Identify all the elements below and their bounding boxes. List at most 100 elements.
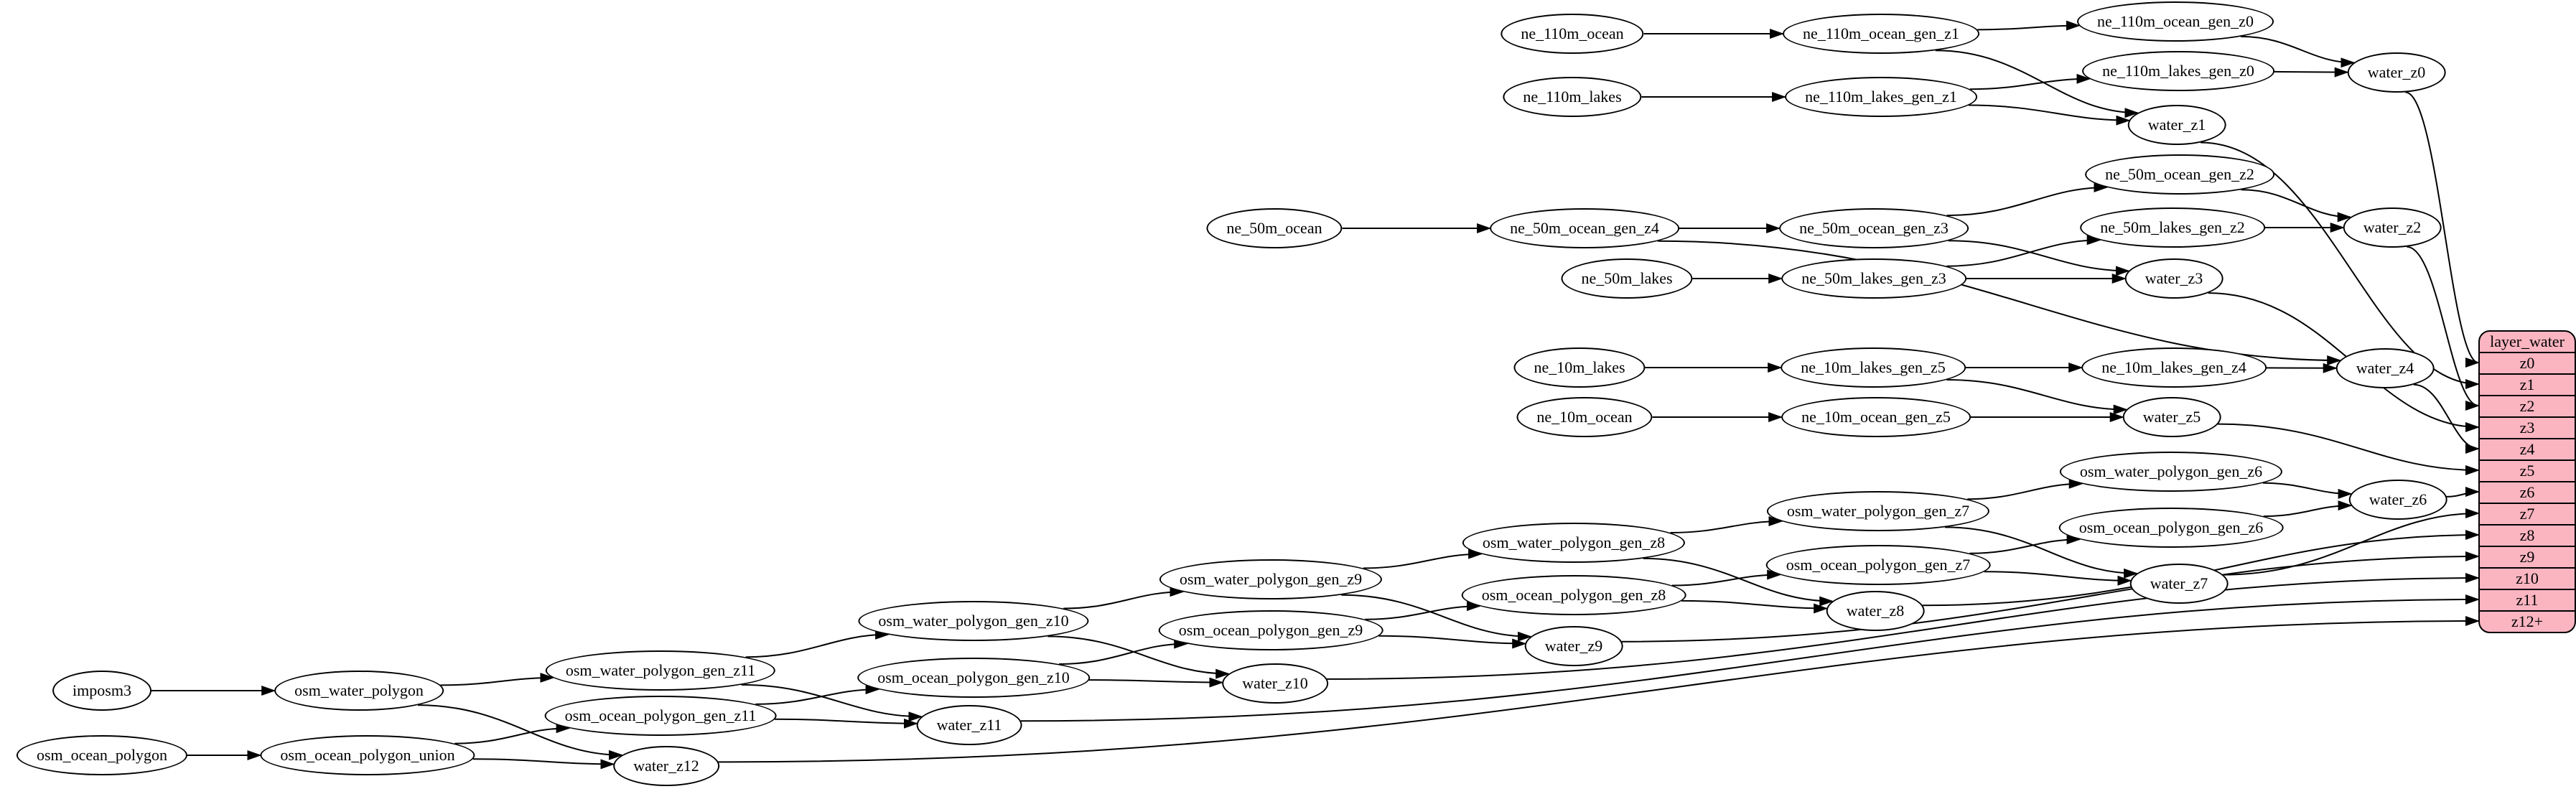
layer-water-row-z1: z1 <box>2480 373 2575 395</box>
edge-osm_ocean_polygon_gen_z7-to-osm_ocean_polygon_gen_z6 <box>1969 534 2081 554</box>
node-ne-50m-lakes-gen-z2: ne_50m_lakes_gen_z2 <box>2080 207 2265 248</box>
node-water-z6: water_z6 <box>2348 480 2447 520</box>
edge-water_z7-to-lw_z7 <box>2223 508 2480 576</box>
layer-water-row-z2: z2 <box>2480 395 2575 416</box>
edge-osm_water_polygon_gen_z11-to-osm_water_polygon_gen_z10 <box>745 629 890 658</box>
node-water-z8: water_z8 <box>1826 591 1925 631</box>
layer-water-row-z4: z4 <box>2480 438 2575 459</box>
edge-osm_water_polygon_gen_z7-to-water_z7 <box>1944 526 2139 579</box>
edge-osm_water_polygon-to-osm_water_polygon_gen_z11 <box>440 673 555 686</box>
node-ne-10m-ocean: ne_10m_ocean <box>1516 397 1653 437</box>
edge-ne_110m_lakes_gen_z1-to-ne_110m_lakes_gen_z0 <box>1969 73 2091 90</box>
edge-osm_ocean_polygon_gen_z6-to-water_z6 <box>2263 500 2353 518</box>
edge-osm_ocean_polygon_gen_z11-to-osm_ocean_polygon_gen_z10 <box>755 684 880 705</box>
edge-osm_ocean_polygon_gen_z11-to-water_z11 <box>774 718 918 729</box>
edge-ne_50m_lakes_gen_z3-to-ne_50m_lakes_gen_z2 <box>1946 235 2101 267</box>
node-osm-ocean-polygon-union: osm_ocean_polygon_union <box>260 735 475 775</box>
edge-osm_ocean_polygon_gen_z10-to-osm_ocean_polygon_gen_z9 <box>1058 638 1189 665</box>
layer-water-row-z3: z3 <box>2480 416 2575 438</box>
edge-osm_water_polygon_gen_z8-to-osm_water_polygon_gen_z7 <box>1670 516 1783 533</box>
node-ne-110m-lakes-gen-z0: ne_110m_lakes_gen_z0 <box>2082 51 2274 91</box>
node-ne-110m-ocean-gen-z1: ne_110m_ocean_gen_z1 <box>1783 14 1979 54</box>
node-water-z9: water_z9 <box>1524 626 1623 666</box>
node-water-z5: water_z5 <box>2122 397 2221 437</box>
node-water-z0: water_z0 <box>2347 52 2446 93</box>
node-water-z1: water_z1 <box>2127 105 2226 145</box>
layer-water-row-z10: z10 <box>2480 567 2575 589</box>
layer-water-row-z9: z9 <box>2480 546 2575 567</box>
edge-osm_water_polygon_gen_z6-to-water_z6 <box>2262 482 2353 499</box>
layer-water-row-z5: z5 <box>2480 459 2575 481</box>
node-osm-water-polygon-gen-z6: osm_water_polygon_gen_z6 <box>2059 452 2283 492</box>
layer-water-row-z0: z0 <box>2480 352 2575 373</box>
edge-water_z4-to-lw_z4 <box>2414 383 2480 454</box>
node-ne-110m-ocean: ne_110m_ocean <box>1501 14 1644 54</box>
node-ne-50m-lakes-gen-z3: ne_50m_lakes_gen_z3 <box>1781 258 1966 299</box>
edge-osm_ocean_polygon_gen_z8-to-osm_ocean_polygon_gen_z7 <box>1671 569 1782 587</box>
edge-water_z6-to-lw_z6 <box>2446 487 2480 498</box>
edge-ne_110m_ocean_gen_z1-to-ne_110m_ocean_gen_z0 <box>1977 20 2081 31</box>
node-ne-10m-lakes-gen-z5: ne_10m_lakes_gen_z5 <box>1781 347 1966 388</box>
node-ne-50m-ocean: ne_50m_ocean <box>1206 208 1343 248</box>
node-osm-ocean-polygon: osm_ocean_polygon <box>16 735 188 775</box>
edge-ne_50m_ocean_gen_z3-to-ne_50m_ocean_gen_z2 <box>1946 182 2109 217</box>
edge-ne_10m_lakes_gen_z5-to-water_z5 <box>1946 379 2128 415</box>
edge-osm_ocean_polygon_union-to-water_z12 <box>472 758 615 770</box>
node-water-z7: water_z7 <box>2129 564 2229 604</box>
layer-water-row-z6: z6 <box>2480 481 2575 503</box>
node-osm-ocean-polygon-gen-z9: osm_ocean_polygon_gen_z9 <box>1158 610 1383 650</box>
layer-water-row-z12: z12+ <box>2480 610 2575 632</box>
edge-ne_110m_lakes_gen_z1-to-water_z1 <box>1968 104 2131 126</box>
node-water-z4: water_z4 <box>2335 348 2435 388</box>
node-osm-ocean-polygon-gen-z8: osm_ocean_polygon_gen_z8 <box>1461 575 1686 615</box>
edge-water_z5-to-lw_z5 <box>2218 423 2480 475</box>
node-ne-50m-ocean-gen-z4: ne_50m_ocean_gen_z4 <box>1490 208 1679 248</box>
node-ne-50m-ocean-gen-z3: ne_50m_ocean_gen_z3 <box>1779 208 1969 248</box>
node-ne-110m-ocean-gen-z0: ne_110m_ocean_gen_z0 <box>2077 1 2274 42</box>
node-osm-water-polygon-gen-z11: osm_water_polygon_gen_z11 <box>545 650 776 691</box>
node-water-z2: water_z2 <box>2343 207 2442 248</box>
edge-osm_ocean_polygon_gen_z10-to-water_z10 <box>1088 677 1224 688</box>
edge-osm_water_polygon_gen_z10-to-water_z10 <box>1047 635 1231 679</box>
node-ne-50m-ocean-gen-z2: ne_50m_ocean_gen_z2 <box>2085 154 2274 195</box>
edge-ne_110m_ocean_gen_z1-to-water_z1 <box>1935 50 2139 118</box>
node-osm-water-polygon-gen-z8: osm_water_polygon_gen_z8 <box>1462 523 1686 563</box>
node-osm-water-polygon-gen-z9: osm_water_polygon_gen_z9 <box>1159 559 1383 599</box>
edge-ne_110m_lakes_gen_z0-to-water_z0 <box>2274 67 2349 78</box>
edge-water_z1-to-lw_z1 <box>2201 141 2480 389</box>
node-water-z3: water_z3 <box>2124 258 2223 299</box>
node-water-z11: water_z11 <box>916 705 1022 745</box>
edge-water_z10-to-lw_z10 <box>1327 573 2480 680</box>
edge-water_z11-to-lw_z11 <box>1020 594 2480 722</box>
edge-osm_water_polygon_gen_z11-to-water_z11 <box>741 683 923 722</box>
edge-water_z0-to-lw_z0 <box>2405 91 2480 368</box>
node-imposm3: imposm3 <box>52 671 151 711</box>
layer-water-row-z8: z8 <box>2480 524 2575 546</box>
node-ne-10m-lakes-gen-z4: ne_10m_lakes_gen_z4 <box>2081 347 2267 388</box>
layer-water-row-z7: z7 <box>2480 503 2575 524</box>
edge-osm_water_polygon_gen_z10-to-osm_water_polygon_gen_z9 <box>1063 587 1185 610</box>
node-ne-110m-lakes: ne_110m_lakes <box>1503 77 1642 117</box>
layer-water-row-z11: z11 <box>2480 589 2575 610</box>
node-osm-ocean-polygon-gen-z6: osm_ocean_polygon_gen_z6 <box>2058 508 2284 548</box>
edge-osm_ocean_polygon_gen_z9-to-osm_ocean_polygon_gen_z8 <box>1365 601 1481 620</box>
node-water-z12: water_z12 <box>613 746 719 786</box>
layer-water-table: layer_water z0 z1 z2 z3 z4 z5 z6 z7 z8 z… <box>2478 330 2576 633</box>
node-osm-ocean-polygon-gen-z7: osm_ocean_polygon_gen_z7 <box>1765 545 1991 585</box>
node-osm-water-polygon: osm_water_polygon <box>274 671 444 711</box>
edge-osm_water_polygon_gen_z7-to-osm_water_polygon_gen_z6 <box>1967 478 2083 500</box>
edge-ne_50m_ocean_gen_z3-to-water_z3 <box>1948 240 2130 276</box>
edge-osm_ocean_polygon_gen_z9-to-water_z9 <box>1378 635 1527 649</box>
node-osm-water-polygon-gen-z10: osm_water_polygon_gen_z10 <box>858 601 1089 641</box>
edge-osm_ocean_polygon_union-to-osm_ocean_polygon_gen_z11 <box>454 723 571 744</box>
edge-osm_water_polygon_gen_z9-to-osm_water_polygon_gen_z8 <box>1363 548 1483 569</box>
node-osm-water-polygon-gen-z7: osm_water_polygon_gen_z7 <box>1766 491 1990 531</box>
edge-osm_water_polygon-to-water_z12 <box>417 704 623 760</box>
layer-water-title: layer_water <box>2490 332 2565 350</box>
edge-ne_50m_ocean_gen_z4-to-water_z4 <box>1657 240 2342 365</box>
node-ne-110m-lakes-gen-z1: ne_110m_lakes_gen_z1 <box>1785 77 1977 117</box>
edge-water_z2-to-lw_z2 <box>2407 246 2480 411</box>
node-osm-ocean-polygon-gen-z10: osm_ocean_polygon_gen_z10 <box>857 658 1090 698</box>
edge-ne_110m_ocean_gen_z0-to-water_z0 <box>2240 35 2356 68</box>
